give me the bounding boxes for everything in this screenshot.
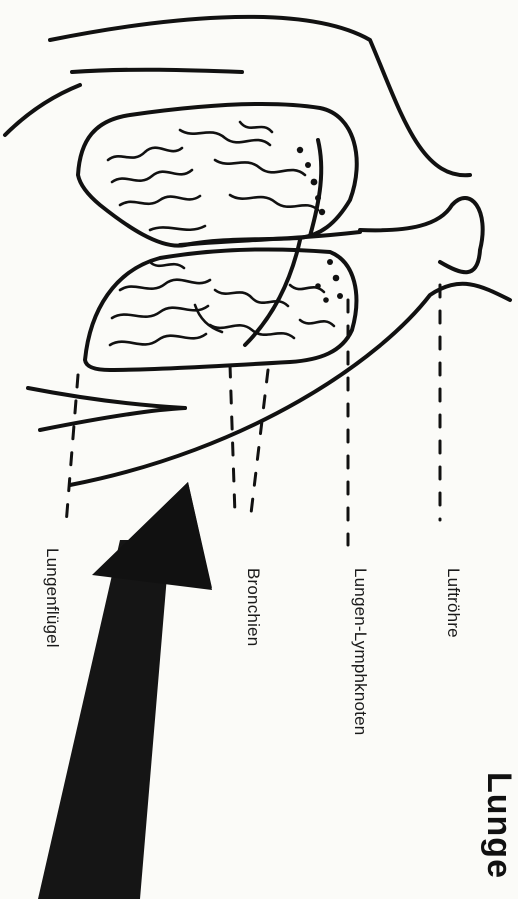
label-lung-lobe: Lungenflügel	[42, 548, 62, 648]
upper-stroke-1	[72, 70, 242, 72]
trachea-shape	[360, 198, 483, 272]
body-outline-upper	[50, 17, 470, 175]
label-lymph-nodes: Lungen-Lymphknoten	[350, 568, 370, 735]
bronchi-branch-up	[310, 140, 321, 236]
label-trachea: Luftröhre	[443, 568, 463, 638]
diagram-title: Lunge	[479, 772, 518, 879]
arrow-icon	[20, 482, 212, 899]
bronchi-stem	[180, 232, 360, 245]
lower-stroke-2	[40, 408, 185, 430]
leader-bronchi-1	[250, 370, 268, 522]
lower-stroke-1	[28, 388, 185, 408]
body-outline-lower	[70, 284, 510, 485]
upper-stroke-2	[5, 85, 80, 135]
bronchi-branch-down	[245, 240, 300, 345]
lower-lobe-outline	[85, 250, 356, 370]
leader-bronchi-2	[230, 365, 235, 515]
label-bronchi: Bronchien	[243, 568, 263, 646]
